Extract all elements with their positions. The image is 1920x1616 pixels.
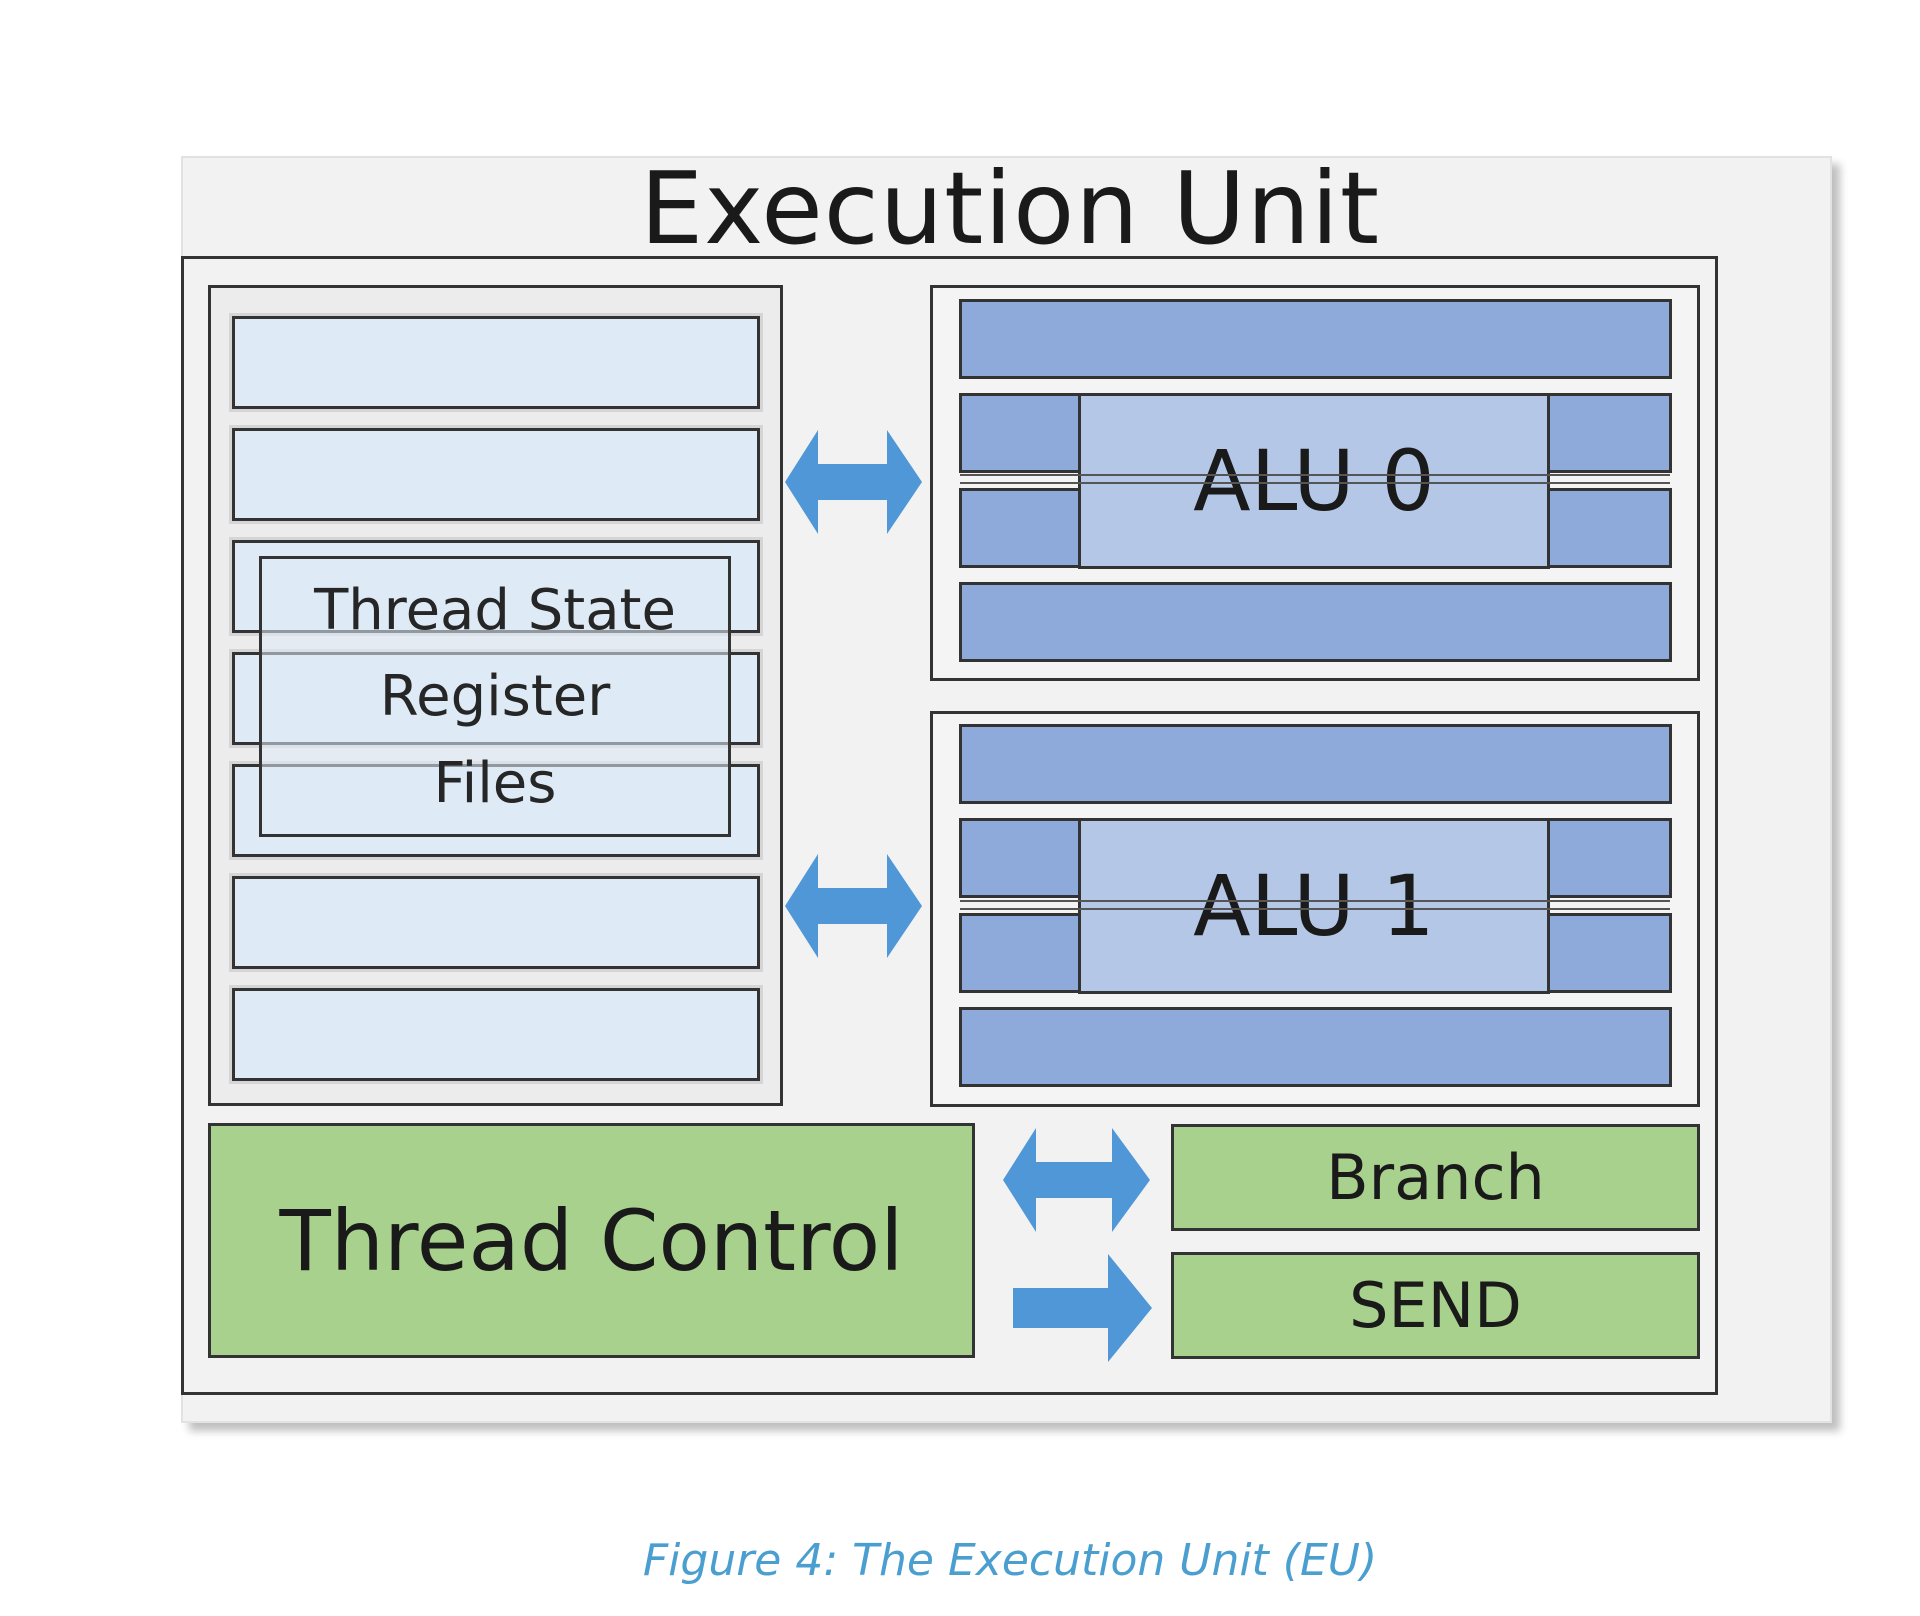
thread-state-register-files-box <box>259 556 731 837</box>
send-block: SEND <box>1171 1252 1700 1359</box>
label-line: Files <box>433 750 557 816</box>
label-line: Thread State <box>314 577 676 643</box>
alu-0-bar <box>959 299 1672 379</box>
alu-1-line <box>960 900 1670 902</box>
register-slot <box>232 988 760 1081</box>
alu-0-line <box>960 482 1670 484</box>
alu-1-bar <box>959 1007 1672 1087</box>
register-slot <box>232 876 760 969</box>
register-slot <box>232 428 760 521</box>
alu-1-bar <box>959 724 1672 804</box>
alu-1-line <box>960 908 1670 910</box>
thread-control-block: Thread Control <box>208 1123 975 1358</box>
register-slot <box>232 316 760 409</box>
alu-0-bar <box>959 582 1672 662</box>
diagram-title: Execution Unit <box>639 149 1381 267</box>
branch-block: Branch <box>1171 1124 1700 1231</box>
figure-caption: Figure 4: The Execution Unit (EU) <box>642 1534 1378 1586</box>
thread-state-register-files-label: Thread State Register Files <box>259 556 731 837</box>
alu-1-label: ALU 1 <box>1078 818 1550 994</box>
alu-0-label: ALU 0 <box>1078 393 1550 569</box>
label-line: Register <box>379 664 611 729</box>
alu-0-line <box>960 474 1670 476</box>
